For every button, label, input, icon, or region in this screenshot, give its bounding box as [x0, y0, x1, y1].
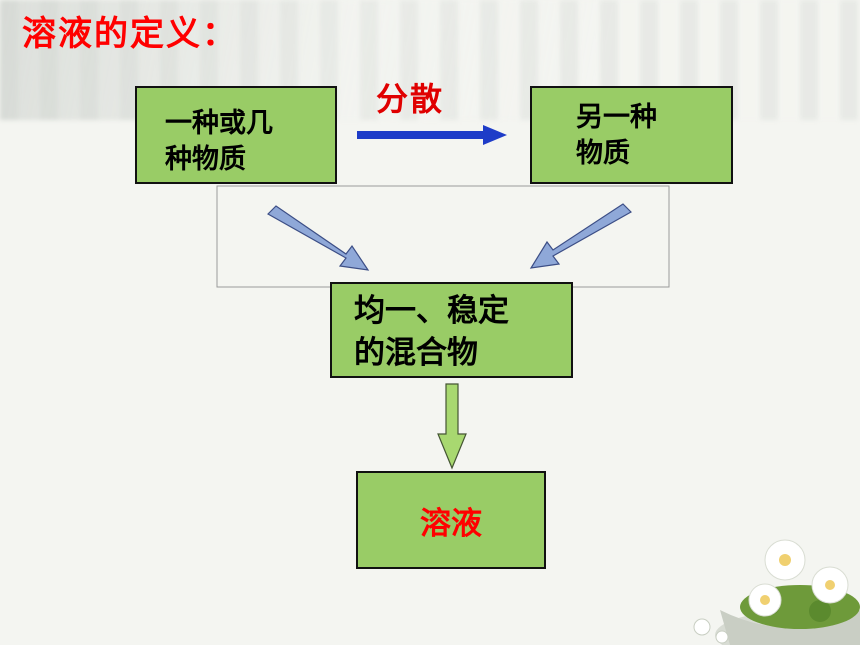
mixture-line-1: 均一、稳定	[354, 293, 509, 329]
solute-line-1: 一种或几	[165, 108, 273, 139]
solution-label: 溶液	[420, 505, 482, 542]
solute-line-2: 种物质	[165, 144, 246, 175]
down-arrow	[437, 383, 467, 470]
flower-pot-decoration	[693, 539, 860, 645]
solvent-line-2: 物质	[576, 138, 630, 169]
right-diagonal-arrow	[529, 203, 632, 269]
solute-box: 一种或几 种物质	[135, 86, 337, 184]
slide-title: 溶液的定义：	[22, 14, 238, 54]
left-diagonal-arrow	[267, 205, 370, 271]
solvent-line-1: 另一种	[576, 102, 657, 133]
dispersal-arrow	[357, 125, 507, 145]
solvent-box: 另一种 物质	[530, 86, 733, 184]
mixture-box: 均一、稳定 的混合物	[330, 282, 573, 378]
mixture-line-2: 的混合物	[354, 335, 478, 371]
arrow-frame	[216, 185, 670, 288]
dispersal-label: 分散	[376, 80, 445, 118]
solution-box: 溶液	[356, 471, 546, 569]
